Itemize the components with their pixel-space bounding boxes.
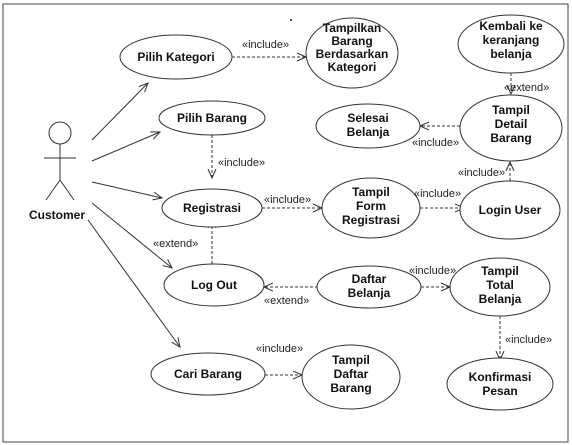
- ellipse: [446, 357, 554, 411]
- use-case-label: Registrasi: [342, 213, 400, 227]
- stray-dot: [290, 19, 292, 21]
- ellipse: [150, 352, 266, 396]
- use-case-kembali-keranjang[interactable]: Kembali ke keranjang belanja: [457, 14, 565, 74]
- label-include: «include»: [218, 157, 265, 169]
- use-case-label: Tampil: [352, 185, 390, 199]
- use-case-label: Konfirmasi: [469, 370, 532, 384]
- use-case-tampil-form-registrasi[interactable]: Tampil Form Registrasi: [321, 177, 421, 239]
- actor-right-leg: [59, 179, 75, 201]
- use-case-label: Barang: [490, 131, 531, 145]
- use-case-label: Kembali ke: [479, 19, 543, 33]
- associations: [87, 83, 180, 347]
- use-case-label: Belanja: [347, 125, 390, 139]
- label-include: «include»: [412, 137, 459, 149]
- assoc-cari-barang: [87, 219, 180, 347]
- use-case-label: keranjang: [483, 33, 540, 47]
- label-include: «include»: [414, 188, 461, 200]
- use-case-tampil-daftar-barang[interactable]: Tampil Daftar Barang: [301, 344, 401, 410]
- use-case-label: Belanja: [348, 286, 391, 300]
- label-extend: «extend»: [153, 238, 198, 250]
- use-case-label: Pilih Kategori: [137, 50, 214, 64]
- ellipse: [301, 344, 401, 410]
- use-case-tampilkan-barang[interactable]: Tampilkan Barang Berdasarkan Kategori: [305, 17, 399, 89]
- use-case-label: Daftar: [334, 367, 369, 381]
- use-case-tampil-detail-barang[interactable]: Tampil Detail Barang: [459, 94, 563, 162]
- use-case-tampil-total-belanja[interactable]: Tampil Total Belanja: [449, 257, 551, 317]
- dependencies: [212, 57, 511, 375]
- use-case-selesai-belanja[interactable]: Selesai Belanja: [315, 103, 421, 149]
- use-case-registrasi[interactable]: Registrasi: [161, 188, 263, 228]
- actor-customer: Customer: [29, 121, 85, 222]
- relation-labels: «include» «include» «include» «include» …: [153, 39, 552, 355]
- assoc-pilih-barang: [91, 132, 160, 162]
- use-case-label: Login User: [479, 203, 542, 217]
- use-case-label: Tampil: [492, 103, 530, 117]
- ellipse: [459, 180, 561, 240]
- use-case-label: Berdasarkan: [316, 47, 389, 61]
- ellipse: [457, 14, 565, 74]
- use-case-login-user[interactable]: Login User: [459, 180, 561, 240]
- ellipse: [119, 34, 233, 80]
- assoc-pilih-kategori: [91, 83, 148, 141]
- ellipse: [321, 177, 421, 239]
- use-case-label: belanja: [490, 47, 532, 61]
- use-case-label: Total: [486, 278, 514, 292]
- use-case-label: Pilih Barang: [177, 111, 247, 125]
- label-include: «include»: [505, 334, 552, 346]
- actor-label: Customer: [29, 208, 85, 222]
- ellipse: [305, 17, 399, 89]
- ellipse: [315, 103, 421, 149]
- use-case-label: Tampil: [332, 353, 370, 367]
- use-case-daftar-belanja[interactable]: Daftar Belanja: [316, 265, 422, 309]
- label-include: «include»: [458, 167, 505, 179]
- use-case-label: Selesai: [347, 111, 388, 125]
- assoc-registrasi: [91, 181, 162, 198]
- label-include: «include»: [409, 265, 456, 277]
- use-case-label: Barang: [331, 34, 372, 48]
- use-case-label: Cari Barang: [174, 367, 242, 381]
- label-include: «include»: [242, 39, 289, 51]
- use-case-label: Registrasi: [183, 201, 241, 215]
- actor-head: [48, 121, 72, 145]
- use-case-label: Belanja: [479, 292, 522, 306]
- use-case-label: Kategori: [328, 60, 377, 74]
- use-case-label: Barang: [330, 381, 371, 395]
- ellipse: [161, 188, 263, 228]
- ellipse: [459, 94, 563, 162]
- use-case-log-out[interactable]: Log Out: [163, 263, 265, 307]
- use-case-cari-barang[interactable]: Cari Barang: [150, 352, 266, 396]
- ellipse: [449, 257, 551, 317]
- ellipse: [163, 263, 265, 307]
- label-extend: «extend»: [504, 82, 549, 94]
- use-case-pilih-barang[interactable]: Pilih Barang: [158, 100, 266, 136]
- assoc-logout: [91, 202, 172, 268]
- use-case-pilih-kategori[interactable]: Pilih Kategori: [119, 34, 233, 80]
- use-case-label: Form: [356, 199, 386, 213]
- use-case-label: Detail: [495, 117, 528, 131]
- use-case-label: Tampil: [481, 264, 519, 278]
- label-extend: «extend»: [264, 295, 309, 307]
- use-case-label: Daftar: [352, 272, 387, 286]
- label-include: «include»: [264, 194, 311, 206]
- use-case-label: Pesan: [482, 384, 517, 398]
- actor-left-leg: [45, 179, 61, 201]
- label-include: «include»: [256, 343, 303, 355]
- ellipse: [316, 265, 422, 309]
- diagram-frame: [2, 3, 569, 443]
- ellipse: [158, 100, 266, 136]
- use-case-label: Log Out: [191, 278, 237, 292]
- use-case-label: Tampilkan: [323, 21, 381, 35]
- use-case-konfirmasi-pesan[interactable]: Konfirmasi Pesan: [446, 357, 554, 411]
